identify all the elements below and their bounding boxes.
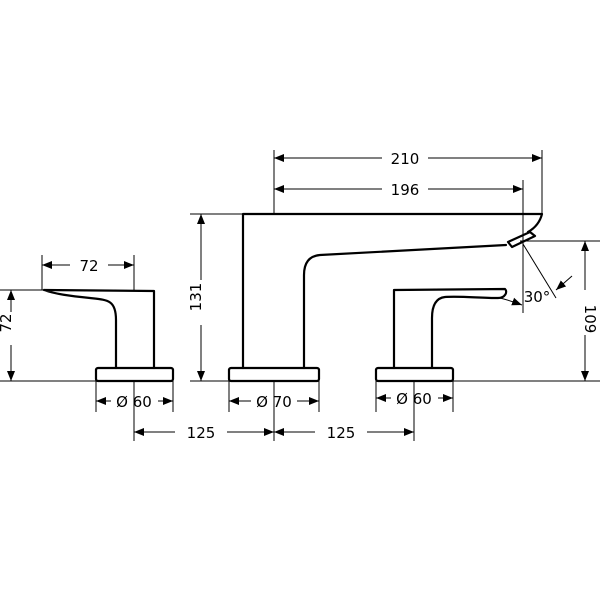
dim-72-height-label: 72 [0,313,15,332]
dim-spout-base-label: Ø 70 [256,393,292,411]
spout-body [241,212,544,370]
right-handle-base [374,366,455,383]
right-handle-body [392,287,508,370]
dim-210-label: 210 [391,150,420,168]
dim-30-angle-label: 30° [524,288,551,306]
left-handle-base [94,366,175,383]
extension-lines [0,150,600,441]
dim-109-label: 109 [581,305,599,334]
right-handle [374,287,508,383]
dim-125-right-label: 125 [327,424,356,442]
dimension-lines [7,154,589,436]
dim-125-left-label: 125 [187,424,216,442]
dim-131-label: 131 [187,283,205,312]
dim-left-base-label: Ø 60 [116,393,152,411]
left-handle-body [42,288,156,370]
dim-72-length-label: 72 [79,257,98,275]
aerator [506,230,537,249]
dim-right-base-label: Ø 60 [396,390,432,408]
spout-base [227,366,321,383]
left-handle [42,288,175,383]
dim-196-label: 196 [391,181,420,199]
